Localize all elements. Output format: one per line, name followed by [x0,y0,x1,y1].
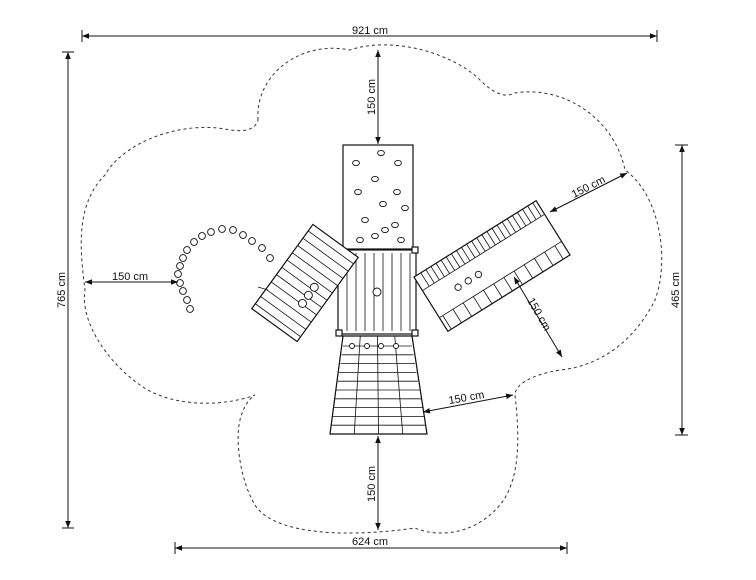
dimension-net-side-clearance: 150 cm [422,389,514,414]
left-ramp-handle [257,286,269,291]
chain-link-icon [176,279,184,287]
chain-link-icon [207,228,215,236]
chain-link-icon [186,305,194,313]
climbing-net [329,335,428,435]
slide-rung-icon [474,270,483,279]
slide-rung-icon [464,277,472,285]
slide-rung-icon [454,283,462,291]
chain-link-icon [179,254,187,262]
chain-link-icon [258,244,266,252]
climbing-hold-icon [352,159,360,167]
dimension-bottom-clearance: 150 cm [366,436,381,530]
climbing-hold-icon [354,188,362,196]
overall-width-label: 921 cm [352,25,388,37]
right-height-label: 465 cm [670,272,682,308]
dimension-overall-width: 921 cm [81,25,658,42]
climbing-hold-icon [371,232,379,240]
climbing-hold-icon [381,226,389,234]
left-ramp [250,223,360,343]
climbing-hold-icon [391,221,399,229]
dimension-right-height: 465 cm [670,144,688,436]
climbing-hold-icon [379,200,387,208]
dimension-left-clearance: 150 cm [85,271,178,285]
chain-link-icon [176,262,184,270]
chain-link-icon [183,296,191,304]
chain-link-icon [266,254,274,262]
dimension-top-clearance: 150 cm [366,50,381,144]
chain-link-icon [174,270,182,278]
climbing-wall [342,144,414,250]
slide [413,199,571,333]
chain-link-icon [183,246,191,254]
overall-height-label: 765 cm [56,272,68,308]
dimension-slide-side-clearance: 150 cm [549,172,628,213]
left-clearance-label: 150 cm [112,271,148,283]
climbing-hold-icon [397,236,405,244]
chain-rope [174,225,274,313]
dimension-slide-end-clearance: 150 cm [513,276,563,358]
bottom-width-label: 624 cm [352,536,388,548]
chain-link-icon [198,232,206,240]
chain-link-icon [179,287,187,295]
climbing-hold-icon [393,188,401,196]
dimension-bottom-width: 624 cm [174,536,568,554]
climbing-hold-icon [377,149,385,157]
slide-side-clearance-label: 150 cm [570,174,608,201]
climbing-hold-icon [401,204,409,212]
dimension-overall-height: 765 cm [56,51,74,529]
net-side-clearance-label: 150 cm [448,389,486,407]
climbing-hold-icon [356,236,364,244]
top-clearance-label: 150 cm [366,79,378,115]
climbing-hold-icon [361,216,369,224]
slide-end-clearance-label: 150 cm [524,296,552,333]
chain-link-icon [229,226,237,234]
chain-link-icon [190,238,198,246]
chain-link-icon [239,231,247,239]
climbing-hold-icon [394,159,402,167]
safety-zone-outline [80,44,663,534]
chain-link-icon [248,237,256,245]
bottom-clearance-label: 150 cm [366,466,378,502]
chain-link-icon [218,225,226,233]
climbing-hold-icon [371,175,379,183]
